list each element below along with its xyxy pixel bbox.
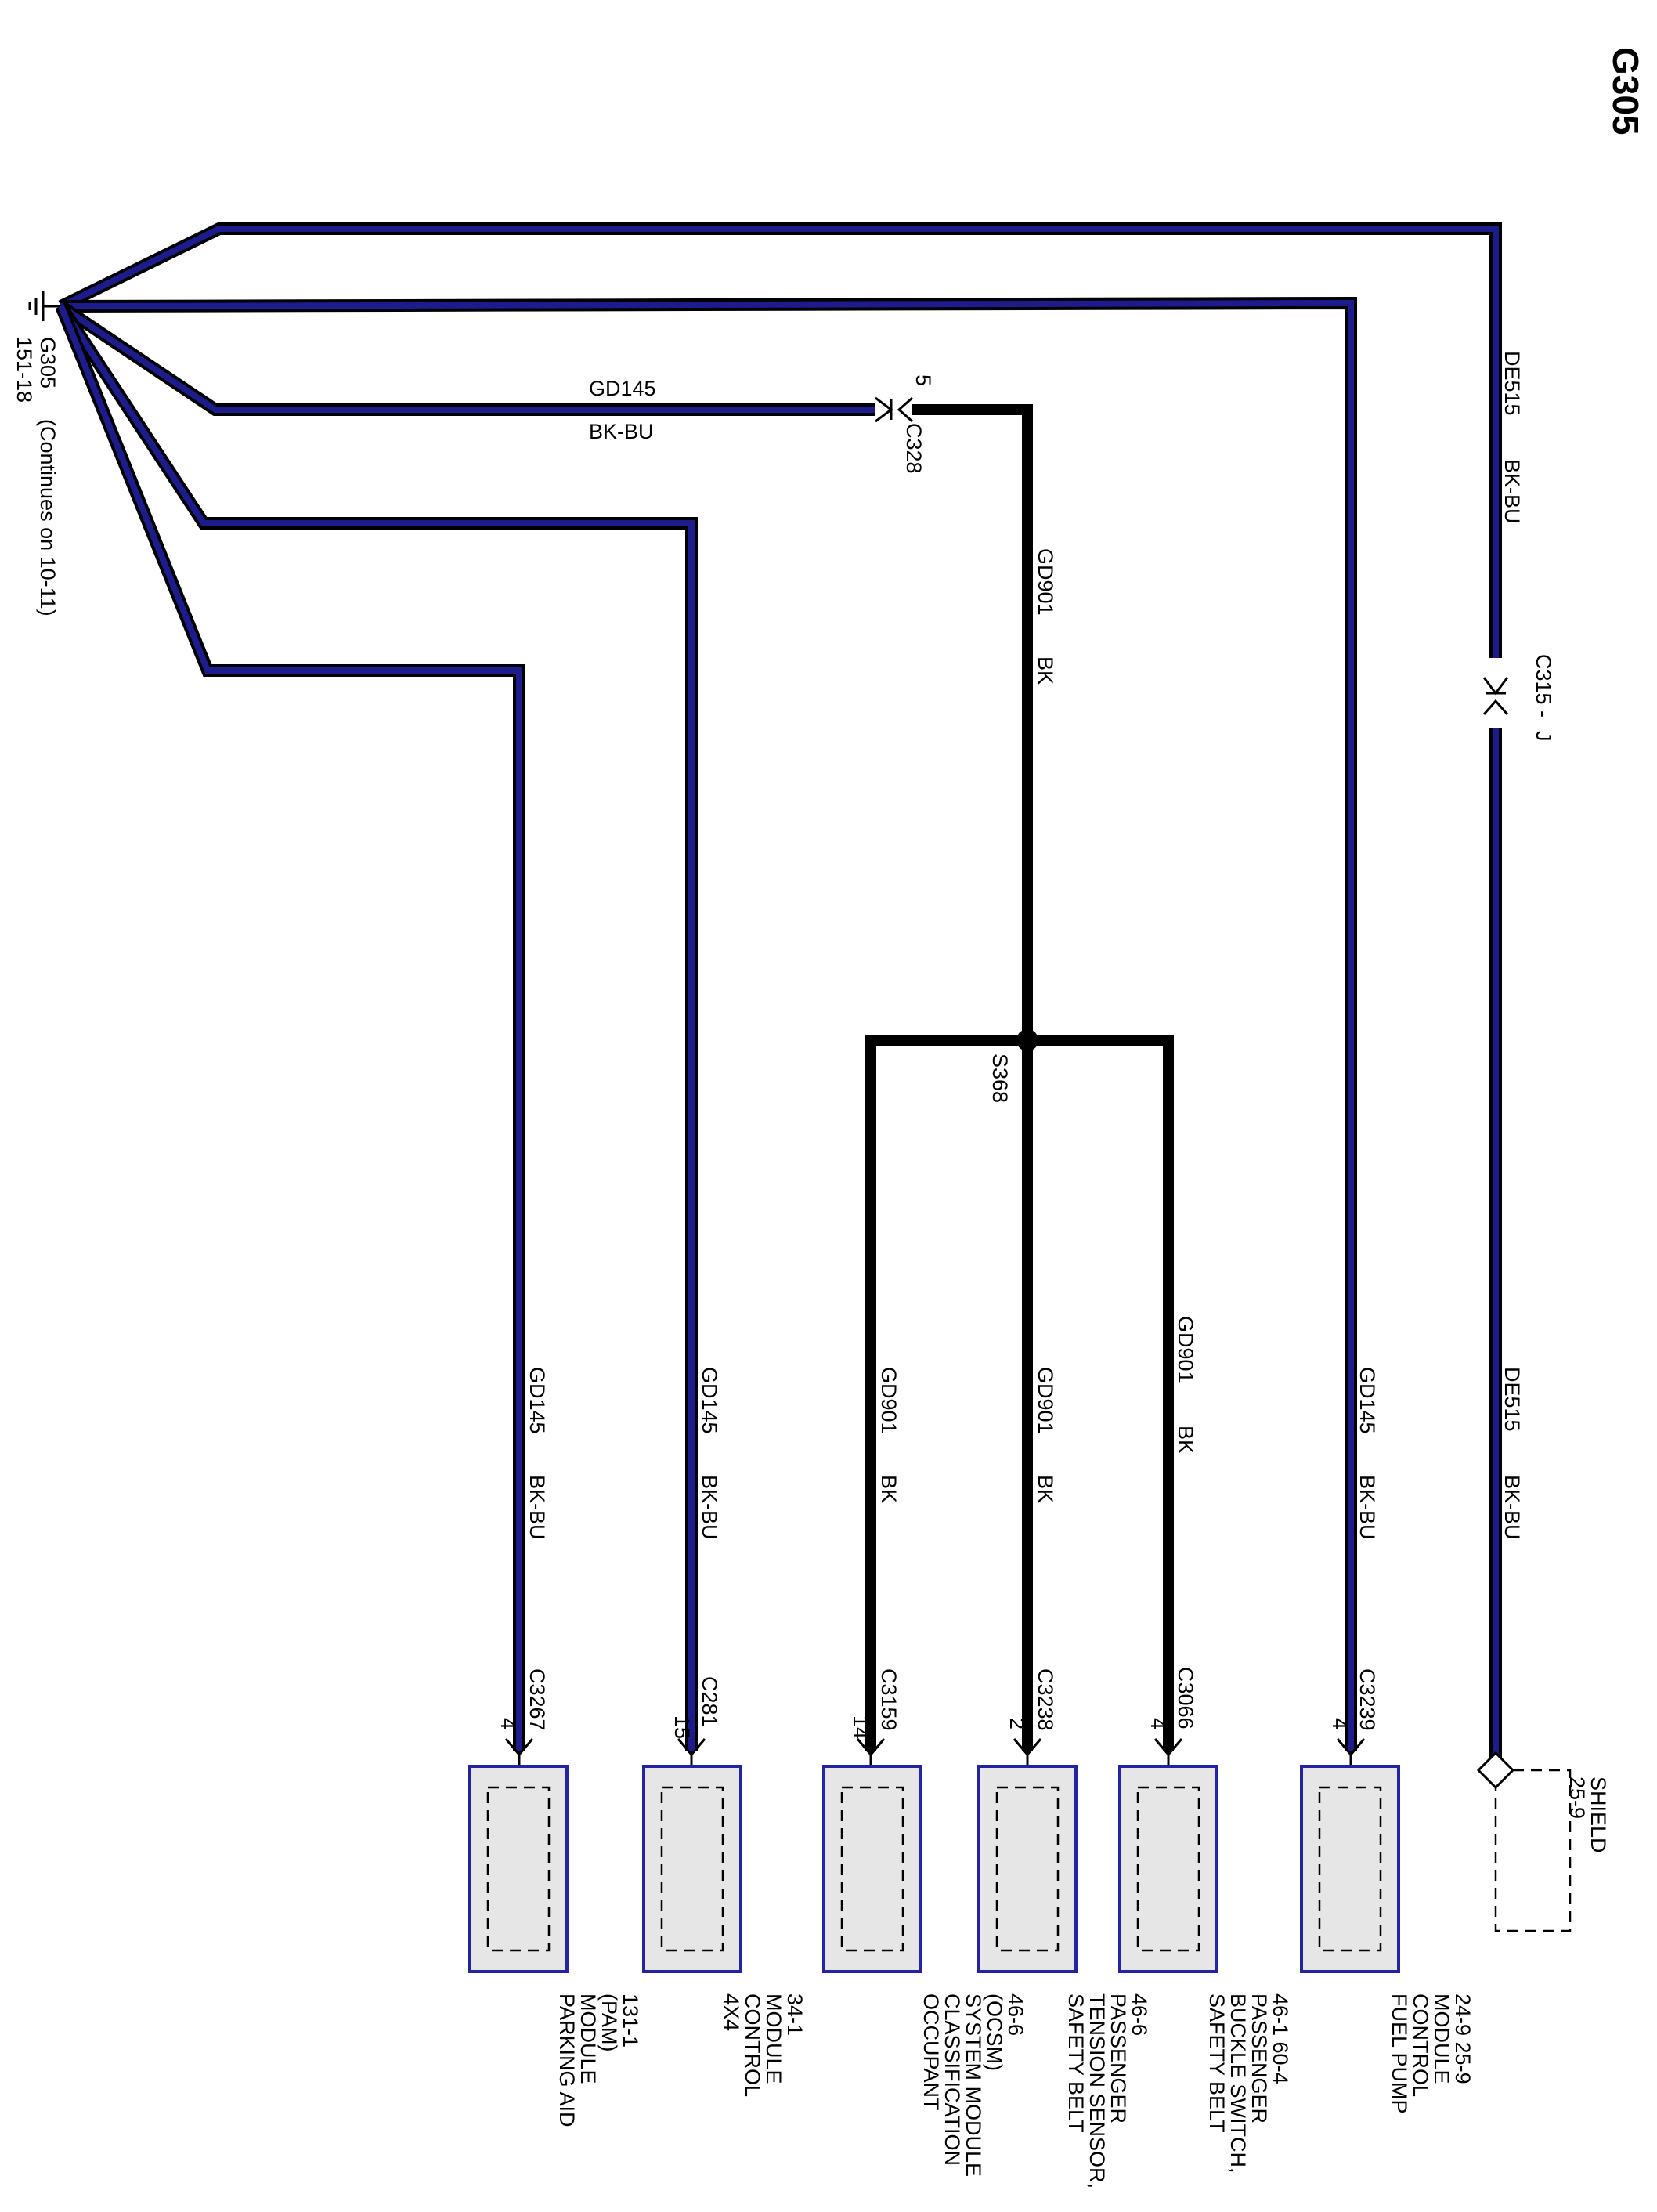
connector-name-tension: C3238 [1034, 1668, 1057, 1731]
branch-color-tension: BK [1034, 1475, 1057, 1503]
ground-ref: 151-18 [13, 337, 36, 403]
svg-text:4X4: 4X4 [720, 1993, 743, 2031]
svg-text:(OCSM): (OCSM) [983, 1993, 1006, 2071]
branch-color-fpcm: BK-BU [1356, 1475, 1379, 1540]
svg-text:PARKING AID: PARKING AID [555, 1993, 579, 2127]
pin-fpcm: 4 [1328, 1718, 1352, 1729]
module-pam[interactable] [468, 1765, 569, 1973]
svg-text:46-6: 46-6 [1128, 1993, 1151, 2036]
pin-ocsm: 14 [849, 1715, 872, 1739]
svg-text:PASSENGER: PASSENGER [1106, 1993, 1130, 2123]
pin-buckle: 4 [1146, 1718, 1170, 1729]
connector-name-pam: C3267 [525, 1668, 549, 1731]
c315-name: C315 [1532, 654, 1555, 705]
svg-text:SYSTEM MODULE: SYSTEM MODULE [962, 1993, 985, 2177]
module-buckle[interactable] [1118, 1765, 1218, 1973]
svg-text:MODULE: MODULE [762, 1993, 785, 2084]
svg-text:MODULE: MODULE [1430, 1993, 1453, 2084]
splice-label: S368 [988, 1054, 1012, 1103]
svg-text:BUCKLE SWITCH,: BUCKLE SWITCH, [1226, 1993, 1250, 2174]
svg-text:SHIELD: SHIELD [1587, 1776, 1610, 1853]
svg-text:46-6: 46-6 [1004, 1993, 1027, 2036]
svg-text:24-9 25-9: 24-9 25-9 [1451, 1993, 1475, 2084]
wire-gd901 [865, 404, 1174, 1751]
connector-name-buckle: C3066 [1174, 1667, 1197, 1729]
module-text-shield: SHIELD 25-9 [1565, 1776, 1610, 1853]
svg-text:SAFETY BELT: SAFETY BELT [1064, 1993, 1088, 2133]
module-text-pam: PARKING AID MODULE (PAM) 131-1 [555, 1993, 642, 2127]
branch-circuit-4x4: GD145 [698, 1367, 721, 1434]
de515-upper-circuit: DE515 [1500, 351, 1524, 416]
branch-circuit-pam: GD145 [525, 1367, 549, 1434]
svg-text:PASSENGER: PASSENGER [1247, 1993, 1271, 2123]
module-text-ocsm: OCCUPANT CLASSIFICATION SYSTEM MODULE (O… [919, 1993, 1027, 2177]
module-4x4[interactable] [642, 1765, 742, 1973]
ground-symbol [28, 291, 61, 321]
module-tension[interactable] [977, 1765, 1078, 1973]
ground-note: (Continues on 10-11) [36, 419, 60, 616]
connector-name-ocsm: C3159 [877, 1668, 901, 1731]
svg-text:131-1: 131-1 [619, 1993, 642, 2048]
module-text-4x4: 4X4 CONTROL MODULE 34-1 [720, 1993, 807, 2097]
branch-circuit-shield: DE515 [1500, 1367, 1524, 1432]
c315-pin: J [1532, 731, 1555, 742]
module-ocsm[interactable] [822, 1765, 922, 1973]
branch-color-ocsm: BK [877, 1475, 901, 1503]
shield-symbol[interactable] [1476, 1751, 1572, 1932]
svg-text:OCCUPANT: OCCUPANT [919, 1993, 943, 2111]
svg-text:FUEL PUMP: FUEL PUMP [1388, 1993, 1411, 2114]
branch-color-shield: BK-BU [1500, 1475, 1524, 1540]
svg-text:MODULE: MODULE [576, 1993, 600, 2084]
module-text-fpcm: FUEL PUMP CONTROL MODULE 24-9 25-9 [1388, 1993, 1475, 2114]
svg-text:SAFETY BELT: SAFETY BELT [1205, 1993, 1229, 2133]
pin-pam: 4 [496, 1718, 520, 1729]
connector-chevron [504, 1738, 1366, 1787]
c328-name: C328 [902, 423, 926, 474]
c328-pin: 5 [912, 374, 935, 386]
gd901-upper-circuit: GD901 [1034, 548, 1057, 616]
branch-circuit-tension: GD901 [1034, 1367, 1057, 1434]
wire-gd145-fpcm [60, 296, 1357, 1751]
svg-text:25-9: 25-9 [1565, 1776, 1589, 1819]
ground-name: G305 [36, 337, 60, 389]
svg-text:34-1: 34-1 [783, 1993, 807, 2036]
svg-text:CONTROL: CONTROL [741, 1993, 764, 2097]
branch-color-pam: BK-BU [525, 1475, 549, 1540]
pin-4x4: 15 [670, 1715, 694, 1739]
branch-circuit-buckle: GD901 [1174, 1316, 1197, 1383]
wire-de515 [58, 222, 1502, 1772]
connector-name-fpcm: C3239 [1356, 1668, 1379, 1731]
page-title: G305 [1605, 47, 1646, 136]
branch-color-4x4: BK-BU [698, 1475, 721, 1540]
svg-text:46-1 60-4: 46-1 60-4 [1269, 1993, 1292, 2084]
de515-upper-color: BK-BU [1500, 459, 1524, 524]
branch-circuit-ocsm: GD901 [877, 1367, 901, 1434]
wire-label-top-color: BK-BU [589, 420, 654, 443]
wire-label-top-circuit: GD145 [589, 377, 656, 400]
svg-text:CLASSIFICATION: CLASSIFICATION [940, 1993, 964, 2166]
wire-gd145-4x4 [56, 302, 698, 1751]
connector-c328[interactable] [875, 396, 913, 423]
pin-tension: 2 [1005, 1718, 1029, 1729]
module-text-tension: SAFETY BELT TENSION SENSOR, PASSENGER 46… [1064, 1993, 1151, 2189]
c315-sep: - [1532, 710, 1555, 717]
branch-color-buckle: BK [1174, 1426, 1197, 1454]
svg-text:(PAM): (PAM) [597, 1993, 621, 2052]
branch-circuit-fpcm: GD145 [1356, 1367, 1379, 1434]
module-fpcm[interactable] [1300, 1765, 1400, 1973]
connector-name-4x4: C281 [698, 1676, 721, 1727]
wire-gd145-pam [55, 304, 525, 1751]
gd901-upper-color: BK [1034, 656, 1057, 685]
svg-text:TENSION SENSOR,: TENSION SENSOR, [1085, 1993, 1109, 2189]
module-text-buckle: SAFETY BELT BUCKLE SWITCH, PASSENGER 46-… [1205, 1993, 1292, 2174]
svg-text:CONTROL: CONTROL [1409, 1993, 1432, 2097]
splice-dot [1016, 1029, 1038, 1051]
connector-c315[interactable] [1482, 677, 1509, 715]
wire-gd145-c328 [57, 301, 875, 416]
